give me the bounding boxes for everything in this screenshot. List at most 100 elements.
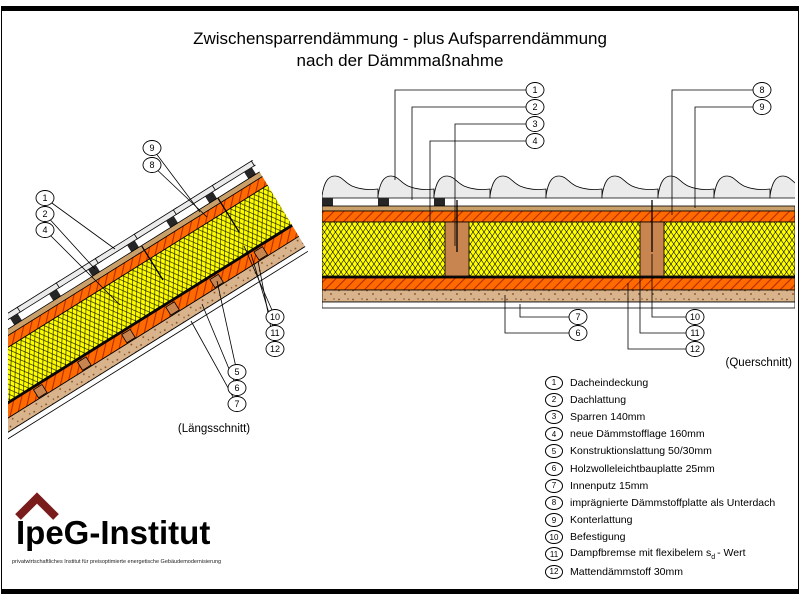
svg-text:8: 8 (759, 85, 764, 95)
callout-6: 6 (568, 325, 588, 341)
logo-roof-icon (15, 492, 59, 520)
svg-text:4: 4 (42, 225, 47, 235)
svg-text:2: 2 (42, 209, 47, 219)
callout-8: 8 (752, 82, 772, 98)
legend-item-number: 2 (545, 392, 563, 407)
legend-item-label: imprägnierte Dämmstoffplatte als Unterda… (570, 496, 776, 509)
svg-text:12: 12 (270, 344, 280, 354)
page-title: Zwischensparrendämmung - plus Aufsparren… (0, 28, 800, 72)
legend-item-number: 12 (545, 564, 563, 579)
title-line-1: Zwischensparrendämmung - plus Aufsparren… (193, 29, 607, 48)
svg-text:1: 1 (42, 193, 47, 203)
callout-8: 8 (142, 157, 162, 173)
svg-text:10: 10 (270, 312, 280, 322)
svg-text:1: 1 (532, 85, 537, 95)
layer-insulation (322, 221, 795, 277)
svg-text:11: 11 (270, 328, 279, 338)
svg-text:10: 10 (690, 312, 700, 322)
legend-item-number: 10 (545, 530, 563, 545)
callout-10: 10 (685, 309, 705, 325)
vapour-barrier-line (322, 276, 795, 278)
callout-5: 5 (227, 364, 247, 380)
legend-item-label: Innenputz 15mm (570, 479, 649, 492)
legend-item-number: 3 (545, 409, 563, 424)
legend-item: 2 Dachlattung (545, 391, 775, 408)
legend-item: 10 Befestigung (545, 529, 775, 546)
legend-item-label: neue Dämmstofflage 160mm (570, 428, 705, 441)
svg-text:12: 12 (690, 344, 700, 354)
callout-12: 12 (685, 341, 705, 357)
legend-item-label: Dacheindeckung (570, 376, 649, 389)
callout-6: 6 (227, 380, 247, 396)
legend: 1 Dacheindeckung 2 Dachlattung 3 Sparren 14… (545, 374, 775, 580)
logo-graphic: IpeG-Institut (15, 492, 210, 551)
layer-counter-battens (322, 205, 795, 212)
logo-name: IpeG-Institut (16, 514, 210, 551)
callout-7: 7 (227, 396, 247, 412)
callout-2: 2 (525, 99, 545, 115)
legend-item: 1 Dacheindeckung (545, 374, 775, 391)
roof-tiles (322, 175, 795, 199)
leader-lines-querschnitt (394, 89, 762, 350)
svg-text:9: 9 (759, 102, 764, 112)
legend-item: 12 Mattendämmstoff 30mm (545, 563, 775, 580)
callout-3: 3 (525, 116, 545, 132)
legend-item: 4 neue Dämmstofflage 160mm (545, 426, 775, 443)
svg-text:5: 5 (234, 367, 239, 377)
legend-item-number: 4 (545, 427, 563, 442)
leader-lines-laengsschnitt (44, 147, 276, 405)
fastener-screw (217, 198, 240, 233)
svg-text:7: 7 (575, 312, 580, 322)
callout-1: 1 (525, 82, 545, 98)
callout-1: 1 (35, 190, 55, 206)
callout-9: 9 (142, 140, 162, 156)
svg-text:8: 8 (149, 160, 154, 170)
section-label-laengsschnitt: (Längsschnitt) (178, 423, 250, 435)
layer-woodwool-board (322, 289, 795, 303)
svg-text:6: 6 (575, 328, 580, 338)
legend-item-label: Sparren 140mm (570, 410, 646, 423)
svg-text:6: 6 (234, 383, 239, 393)
callout-2: 2 (35, 206, 55, 222)
legend-item: 11 Dampfbremse mit flexibelem sd- Wert (545, 546, 775, 563)
legend-item-number: 6 (545, 461, 563, 476)
legend-item: 9 Konterlattung (545, 512, 775, 529)
logo: IpeG-Institut privatwirtschaftliches Ins… (12, 492, 252, 565)
legend-item-label: Dachlattung (570, 393, 627, 406)
callout-7: 7 (568, 309, 588, 325)
layer-matten-insulation (322, 277, 795, 291)
callouts-laengsschnitt: 9 8 1 2 4 10 11 12 5 6 7 (35, 140, 285, 412)
diagram-laengsschnitt (8, 148, 312, 453)
legend-item: 3 Sparren 140mm (545, 408, 775, 425)
svg-text:7: 7 (234, 399, 239, 409)
callout-11: 11 (685, 325, 705, 341)
callouts-querschnitt: 1 2 3 4 8 9 7 6 10 11 12 (525, 82, 772, 357)
callout-11: 11 (265, 325, 285, 341)
legend-item-number: 9 (545, 513, 563, 528)
legend-item-label: Dampfbremse mit flexibelem sd- Wert (570, 547, 746, 562)
callout-10: 10 (265, 309, 285, 325)
svg-text:11: 11 (690, 328, 699, 338)
legend-item-number: 11 (545, 547, 563, 562)
legend-item-number: 5 (545, 444, 563, 459)
legend-item-label: Konterlattung (570, 514, 633, 527)
legend-item-label: Konstruktionslattung 50/30mm (570, 445, 712, 458)
svg-text:2: 2 (532, 102, 537, 112)
layer-unterdach-board (322, 210, 795, 223)
logo-tagline: privatwirtschaftliches Institut für prei… (12, 559, 222, 565)
diagram-querschnitt (322, 175, 795, 309)
section-label-querschnitt: (Querschnitt) (726, 357, 793, 369)
fastener-screw (141, 245, 164, 281)
callout-4: 4 (35, 222, 55, 238)
legend-item-number: 1 (545, 375, 563, 390)
layer-plaster (8, 197, 312, 453)
svg-text:4: 4 (532, 136, 537, 146)
svg-text:9: 9 (149, 143, 154, 153)
legend-item-label: Befestigung (570, 531, 626, 544)
callout-12: 12 (265, 341, 285, 357)
legend-item-label: Mattendämmstoff 30mm (570, 565, 684, 578)
